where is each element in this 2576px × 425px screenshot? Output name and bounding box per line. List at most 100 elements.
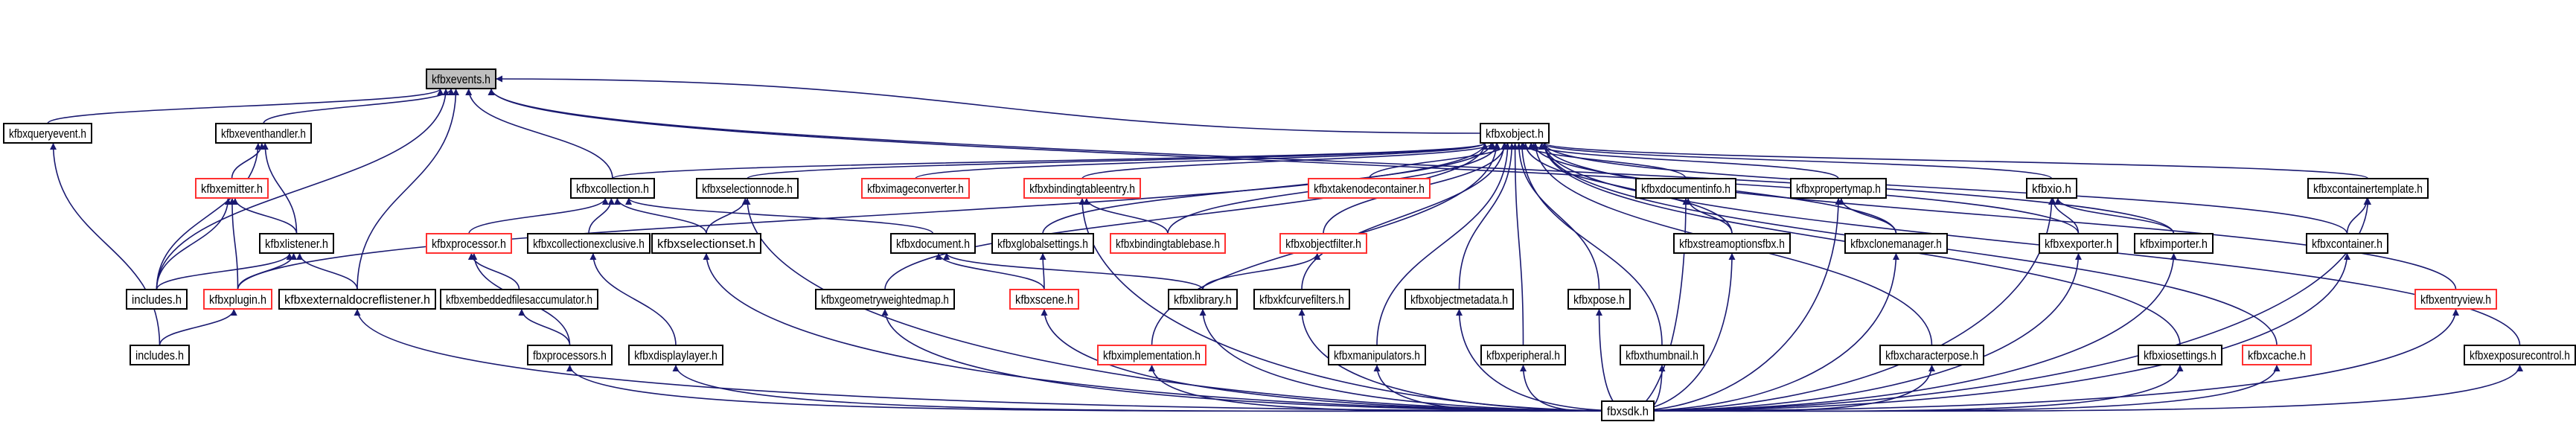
node-label: kfbxobjectfilter.h — [1285, 237, 1361, 251]
node-kfcurvefilters[interactable]: kfbxkfcurvefilters.h — [1253, 289, 1350, 310]
edge-includes1-to-listener — [156, 252, 293, 290]
node-container[interactable]: kfbxcontainer.h — [2306, 233, 2388, 254]
node-geometryweightedmap[interactable]: kfbxgeometryweightedmap.h — [815, 289, 955, 310]
edge-embeddedfilesaccumulator-to-processor — [467, 252, 520, 290]
node-events[interactable]: kfbxevents.h — [426, 68, 496, 89]
edge-externaldocreflistener-to-listener — [296, 252, 358, 290]
node-label: kfbxeventhandler.h — [221, 127, 306, 141]
edge-fbxsdk-to-exporter — [1632, 252, 2082, 412]
edge-selectionset-to-selectionnode — [706, 197, 749, 234]
node-library[interactable]: kfbxlibrary.h — [1168, 289, 1238, 310]
node-entryview[interactable]: kfbxentryview.h — [2414, 289, 2497, 310]
node-label: kfbxio.h — [2032, 182, 2071, 196]
node-label: kfbxcache.h — [2248, 349, 2306, 362]
node-clonemanager[interactable]: kfbxclonemanager.h — [1844, 233, 1948, 254]
node-pose[interactable]: kfbxpose.h — [1567, 289, 1631, 310]
edge-listener-to-emitter — [231, 197, 298, 234]
node-imageconverter[interactable]: kfbximageconverter.h — [861, 178, 970, 199]
edge-collectionexclusive-to-collection — [588, 197, 615, 234]
node-label: kfbxclonemanager.h — [1850, 237, 1942, 252]
node-collection[interactable]: kfbxcollection.h — [570, 178, 655, 199]
edge-importer-to-events — [488, 88, 2175, 234]
node-emitter[interactable]: kfbxemitter.h — [195, 178, 269, 199]
node-exporter[interactable]: kfbxexporter.h — [2039, 233, 2118, 254]
edge-fbxsdk-to-selectionset — [703, 252, 1619, 412]
node-label: fbxprocessors.h — [533, 349, 607, 363]
node-implementation[interactable]: kfbximplementation.h — [1097, 345, 1206, 365]
edge-includes2-to-plugin — [159, 308, 237, 346]
node-document[interactable]: kfbxdocument.h — [890, 233, 976, 254]
edge-io-to-object — [1538, 142, 2053, 179]
node-box — [215, 123, 312, 144]
node-includes1[interactable]: includes.h — [126, 289, 188, 310]
edge-fbxsdk-to-importer — [1633, 252, 2177, 412]
edge-peripheral-to-object — [1512, 142, 1524, 346]
node-label: kfbxkfcurvefilters.h — [1259, 293, 1344, 307]
edge-fbxsdk-to-manipulators — [1373, 364, 1626, 412]
node-embeddedfilesaccumulator[interactable]: kfbxembeddedfilesaccumulator.h — [440, 289, 598, 310]
edge-bindingtableentry-to-object — [1081, 142, 1497, 179]
node-includes2[interactable]: includes.h — [130, 345, 190, 365]
node-characterpose[interactable]: kfbxcharacterpose.h — [1879, 345, 1984, 365]
node-queryevent[interactable]: kfbxqueryevent.h — [3, 123, 92, 144]
edge-fbxsdk-to-characterpose — [1631, 364, 1935, 412]
node-label: kfbxemitter.h — [201, 182, 263, 196]
node-io[interactable]: kfbxio.h — [2026, 178, 2077, 199]
node-label: kfbxevents.h — [432, 73, 490, 87]
node-containertemplate[interactable]: kfbxcontainertemplate.h — [2307, 178, 2429, 199]
edge-collection-to-events — [465, 88, 613, 179]
node-box — [278, 289, 436, 310]
node-objectfilter[interactable]: kfbxobjectfilter.h — [1279, 233, 1367, 254]
edge-fbxsdk-to-container — [1634, 252, 2350, 412]
node-globalsettings[interactable]: kfbxglobalsettings.h — [991, 233, 1094, 254]
node-plugin[interactable]: kfbxplugin.h — [203, 289, 272, 310]
node-processor[interactable]: kfbxprocessor.h — [426, 233, 512, 254]
node-object[interactable]: kfbxobject.h — [1480, 123, 1550, 144]
node-importer[interactable]: kfbximporter.h — [2134, 233, 2214, 254]
node-box — [2307, 178, 2429, 199]
node-externaldocreflistener[interactable]: kfbxexternaldocreflistener.h — [278, 289, 436, 310]
node-label: fbxsdk.h — [1607, 404, 1649, 418]
node-box — [651, 233, 761, 254]
node-exposurecontrol[interactable]: kfbxexposurecontrol.h — [2464, 345, 2576, 365]
node-iosettings[interactable]: kfbxiosettings.h — [2138, 345, 2222, 365]
node-objectmetadata[interactable]: kfbxobjectmetadata.h — [1404, 289, 1514, 310]
node-takenodecontainer[interactable]: kfbxtakenodecontainer.h — [1308, 178, 1431, 199]
node-label: kfbxexternaldocreflistener.h — [284, 293, 430, 307]
edge-containertemplate-to-object — [1541, 142, 2369, 179]
node-bindingtableentry[interactable]: kfbxbindingtableentry.h — [1023, 178, 1141, 199]
node-bindingtablebase[interactable]: kfbxbindingtablebase.h — [1110, 233, 1226, 254]
node-streamoptionsfbx[interactable]: kfbxstreamoptionsfbx.h — [1673, 233, 1791, 254]
node-eventhandler[interactable]: kfbxeventhandler.h — [215, 123, 312, 144]
node-scene[interactable]: kfbxscene.h — [1009, 289, 1079, 310]
node-box — [861, 178, 970, 199]
node-label: kfbxperipheral.h — [1486, 349, 1560, 363]
edge-includes2-to-queryevent — [50, 142, 161, 346]
node-displaylayer[interactable]: kfbxdisplaylayer.h — [628, 345, 723, 365]
node-manipulators[interactable]: kfbxmanipulators.h — [1328, 345, 1426, 365]
node-label: kfbxselectionset.h — [657, 237, 755, 251]
node-propertymap[interactable]: kfbxpropertymap.h — [1790, 178, 1887, 199]
node-label: includes.h — [135, 349, 184, 362]
node-cache[interactable]: kfbxcache.h — [2242, 345, 2312, 365]
edge-pose-to-object — [1515, 142, 1600, 290]
node-selectionset[interactable]: kfbxselectionset.h — [651, 233, 761, 254]
node-thumbnail[interactable]: kfbxthumbnail.h — [1620, 345, 1704, 365]
edge-plugin-to-emitter — [228, 197, 239, 290]
node-label: kfbximporter.h — [2140, 237, 2208, 251]
node-label: kfbxtakenodecontainer.h — [1314, 182, 1425, 196]
node-label: kfbxdisplaylayer.h — [634, 349, 717, 362]
node-selectionnode[interactable]: kfbxselectionnode.h — [696, 178, 799, 199]
edge-queryevent-to-events — [47, 88, 444, 124]
edge-container-to-containertemplate — [2346, 197, 2371, 234]
edge-processor-to-collection — [468, 197, 609, 234]
node-peripheral[interactable]: kfbxperipheral.h — [1480, 345, 1566, 365]
node-collectionexclusive[interactable]: kfbxcollectionexclusive.h — [527, 233, 651, 254]
node-box — [1110, 233, 1226, 254]
edge-fbxprocessors-to-embeddedfilesaccumulator — [518, 308, 571, 346]
node-documentinfo[interactable]: kfbxdocumentinfo.h — [1635, 178, 1736, 199]
node-fbxsdk[interactable]: fbxsdk.h — [1601, 400, 1655, 421]
node-listener[interactable]: kfbxlistener.h — [259, 233, 334, 254]
node-fbxprocessors[interactable]: fbxprocessors.h — [527, 345, 613, 365]
